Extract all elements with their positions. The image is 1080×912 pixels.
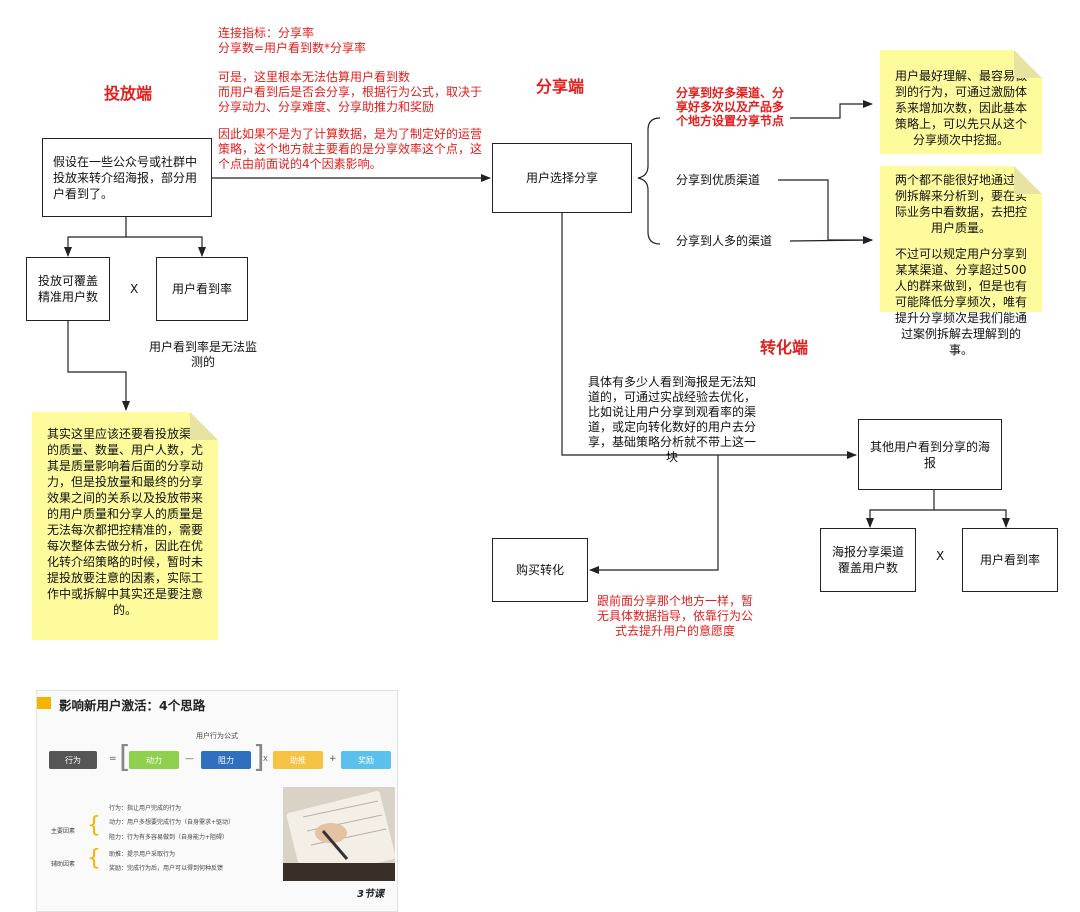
slide-accent-bar (37, 697, 51, 709)
view-rate2-text: 用户看到率 (979, 553, 1040, 567)
share-crowd-label: 分享到人多的渠道 (676, 234, 773, 248)
slide-title: 影响新用户激活：4个思路 (59, 698, 206, 713)
share-quality-label: 分享到优质渠道 (676, 173, 761, 187)
pill-resistance: 阻力 (201, 751, 251, 769)
launch-note-text: 其实这里应该还要看投放渠道的质量、数量、用户人数，尤其是质量影响着后面的分享动力… (46, 427, 203, 617)
op-minus: — (185, 754, 194, 764)
pill-reward: 奖励 (341, 751, 391, 769)
arrow-to-purchase (589, 455, 719, 574)
heading-launch: 投放端 (104, 84, 153, 103)
launch-sticky-note: 其实这里应该还要看投放渠道的质量、数量、用户人数，尤其是质量影响着后面的分享动力… (32, 412, 218, 640)
poster-coverage-box[interactable]: 海报分享渠道覆盖用户数 (820, 528, 916, 592)
share-note1-text: 用户最好理解、最容易做到的行为，可通过激励体系来增加次数，因此基本策略上，可以先… (894, 69, 1027, 147)
red-note-line: 分享动力、分享难度、分享助推力和奖励 (218, 100, 435, 114)
arrow-to-coverage (64, 217, 127, 257)
share-many-label: 分享到好多渠道、分享好多次以及产品多个地方设置分享节点 (676, 86, 785, 128)
slide-logo: 3节课 (357, 889, 384, 900)
share-note2a-text: 两个都不能很好地通过案例拆解来分析到，要在实际业务中看数据，去把控用户质量。 (894, 173, 1027, 235)
aux-factor-brace: { (87, 846, 101, 871)
arrow-to-view-rate2 (934, 509, 1010, 528)
arrow-quality-to-note2 (778, 179, 873, 244)
bullet-2: 动力：用户多想要完成行为（自身需求+驱动） (109, 819, 235, 826)
purchase-note: 跟前面分享那个地方一样，暂无具体数据指导，依靠行为公式去提升用户的意愿度 (596, 594, 753, 638)
aux-factor-label: 辅助因素 (51, 861, 76, 868)
view-rate-box[interactable]: 用户看到率 (156, 257, 248, 321)
op-times: X (263, 755, 268, 763)
share-sticky-note-1: 用户最好理解、最容易做到的行为，可通过激励体系来增加次数，因此基本策略上，可以先… (880, 50, 1042, 154)
purchase-text: 购买转化 (515, 563, 564, 577)
other-users-text: 其他用户看到分享的海报 (869, 439, 990, 470)
writing-photo-image (283, 787, 395, 881)
share-note2b-text: 不过可以规定用户分享到某某渠道、分享超过500人的群来做到，但是也有可能降低分享… (894, 247, 1027, 357)
bullet-5: 奖励：完成行为后，用户可以得到何种反馈 (109, 865, 224, 872)
user-share-box[interactable]: 用户选择分享 (492, 143, 632, 213)
arrow-to-launch-note (67, 321, 130, 411)
red-note-line: 因此如果不是为了计算数据，是为了制定好的运营 (218, 127, 483, 141)
convert-note: 具体有多少人看到海报是无法知道的，可通过实战经验去优化，比如说让用户分享到观看率… (587, 375, 756, 464)
behavior-formula-slide: 影响新用户激活：4个思路 用户行为公式 行为 = [ 动力 — 阻力 ] X 助… (36, 690, 398, 912)
pill-boost: 助推 (273, 751, 323, 769)
arrow-to-poster-coverage (866, 490, 935, 528)
op-plus: + (329, 754, 337, 764)
pill-motivation: 动力 (129, 751, 179, 769)
user-share-text: 用户选择分享 (525, 171, 598, 185)
other-users-box[interactable]: 其他用户看到分享的海报 (858, 419, 1002, 490)
share-sticky-note-2: 两个都不能很好地通过案例拆解来分析到，要在实际业务中看数据，去把控用户质量。 不… (880, 166, 1042, 357)
bracket-right: ] (253, 740, 265, 775)
view-rate-text: 用户看到率 (171, 282, 232, 296)
launch-main-box[interactable]: 假设在一些公众号或社群中投放来转介绍海报，部分用户看到了。 (42, 138, 212, 217)
arrow-crowd-to-note2 (789, 236, 873, 245)
op-equals: = (109, 754, 117, 764)
share-options-brace (637, 117, 661, 245)
red-note-line: 个点由前面说的4个因素影响。 (218, 157, 382, 171)
view-rate2-box[interactable]: 用户看到率 (962, 528, 1058, 592)
pill-behavior: 行为 (49, 751, 97, 769)
heading-share: 分享端 (536, 77, 585, 96)
coverage-text: 投放可覆盖精准用户数 (37, 274, 98, 304)
main-factor-label: 主要因素 (51, 828, 76, 835)
view-rate-note: 用户看到率是无法监测的 (148, 340, 257, 369)
heading-convert: 转化端 (760, 338, 809, 357)
red-note-line: 可是，这里根本无法估算用户看到数 (218, 70, 411, 84)
arrow-share-to-other-users (561, 213, 857, 459)
bracket-left: [ (119, 740, 131, 775)
red-note-line: 连接指标：分享率 (218, 26, 315, 40)
arrow-to-share-note1 (790, 100, 873, 119)
top-red-notes: 连接指标：分享率 分享数=用户看到数*分享率 可是，这里根本无法估算用户看到数 … (218, 26, 482, 172)
arrow-to-view-rate (126, 236, 206, 257)
coverage-box[interactable]: 投放可覆盖精准用户数 (26, 257, 110, 321)
purchase-box[interactable]: 购买转化 (492, 538, 588, 602)
red-note-line: 而用户看到后是否会分享，根据行为公式，取决于 (218, 85, 483, 99)
formula-title: 用户行为公式 (196, 732, 238, 740)
multiply-sign-1: X (130, 282, 139, 296)
multiply-sign-2: X (936, 549, 945, 563)
red-note-line: 分享数=用户看到数*分享率 (218, 41, 367, 55)
bullet-1: 行为：指让用户完成的行为 (109, 805, 182, 812)
main-factor-brace: { (87, 813, 101, 838)
launch-main-text: 假设在一些公众号或社群中投放来转介绍海报，部分用户看到了。 (53, 154, 198, 201)
poster-coverage-text: 海报分享渠道覆盖用户数 (831, 545, 904, 575)
bullet-3: 阻力：行为有多容易做到（自身能力+阻碍） (109, 834, 229, 841)
bullet-4: 助推：提示用户采取行为 (109, 851, 176, 858)
red-note-line: 策略，这个地方就主要看的是分享效率这个点，这 (218, 142, 483, 156)
